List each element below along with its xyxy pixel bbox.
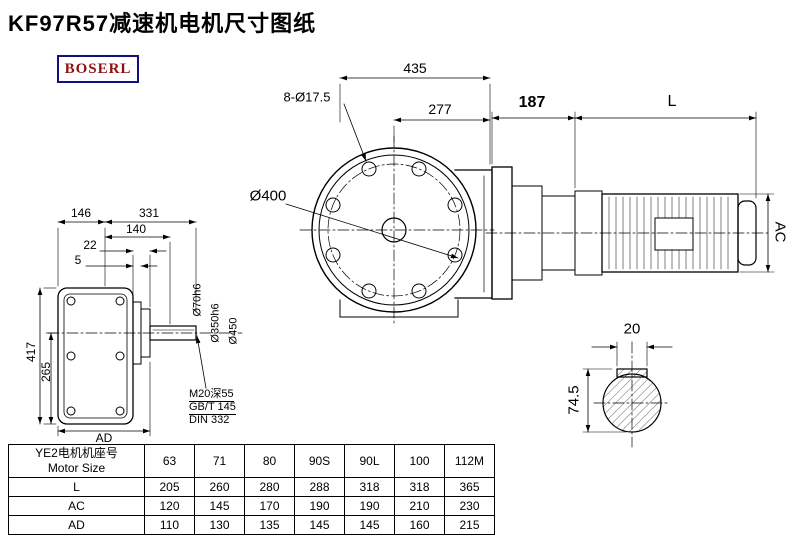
page-title: KF97R57减速机电机尺寸图纸 <box>8 11 317 36</box>
dim-331: 331 <box>138 206 160 220</box>
shaft-section-drawing <box>593 341 671 448</box>
table-cell: 145 <box>294 515 345 535</box>
table-cell: 190 <box>294 496 345 516</box>
tap-note-size: M20深55 <box>189 388 234 402</box>
table-cell: 280 <box>244 477 295 497</box>
dim-pilot-dia: Ø350h6 <box>209 303 222 343</box>
row-label: L <box>8 477 145 497</box>
dim-AC: AC <box>771 221 789 243</box>
table-cell: 230 <box>444 496 495 516</box>
motor-size-table: YE2电机机座号 Motor Size 63 71 80 90S 90L 100… <box>8 444 495 535</box>
row-label: AD <box>8 515 145 535</box>
table-cell: 110 <box>144 515 195 535</box>
column-header: 80 <box>244 444 295 478</box>
tap-note-standard: GB/T 145 <box>189 401 236 415</box>
dim-key-height: 74.5 <box>565 385 583 415</box>
column-header: 112M <box>444 444 495 478</box>
table-row-L: L 205 260 280 288 318 318 365 <box>8 477 495 497</box>
column-header: 100 <box>394 444 445 478</box>
dim-277: 277 <box>428 101 452 117</box>
left-view-drawing <box>47 287 243 425</box>
front-view-drawing <box>299 135 495 327</box>
table-title-cell: YE2电机机座号 Motor Size <box>8 444 145 478</box>
table-cell: 318 <box>344 477 395 497</box>
table-cell: 260 <box>194 477 245 497</box>
table-title-cn: YE2电机机座号 <box>35 446 118 460</box>
table-cell: 205 <box>144 477 195 497</box>
dim-140: 140 <box>125 222 147 236</box>
dimension-lines <box>37 75 775 437</box>
table-header-row: YE2电机机座号 Motor Size 63 71 80 90S 90L 100… <box>8 444 495 478</box>
dim-435: 435 <box>403 60 427 76</box>
dim-flange-od: Ø450 <box>227 317 240 345</box>
table-cell: 288 <box>294 477 345 497</box>
dim-L: L <box>667 93 677 110</box>
dim-187: 187 <box>518 94 546 111</box>
table-cell: 365 <box>444 477 495 497</box>
table-title-en: Motor Size <box>47 461 106 475</box>
table-cell: 130 <box>194 515 245 535</box>
dim-key-width: 20 <box>623 320 641 338</box>
column-header: 90S <box>294 444 345 478</box>
column-header: 71 <box>194 444 245 478</box>
table-cell: 210 <box>394 496 445 516</box>
dim-265: 265 <box>39 361 53 383</box>
table-cell: 145 <box>194 496 245 516</box>
table-cell: 190 <box>344 496 395 516</box>
brand-logo: BOSERL <box>57 55 139 83</box>
dim-bolt-pattern: 8-Ø17.5 <box>283 89 331 105</box>
dim-22: 22 <box>83 238 97 252</box>
table-cell: 120 <box>144 496 195 516</box>
table-cell: 145 <box>344 515 395 535</box>
table-cell: 215 <box>444 515 495 535</box>
dim-146: 146 <box>70 206 92 220</box>
table-row-AC: AC 120 145 170 190 190 210 230 <box>8 496 495 516</box>
table-cell: 135 <box>244 515 295 535</box>
dim-AD: AD <box>95 431 113 445</box>
column-header: 63 <box>144 444 195 478</box>
row-label: AC <box>8 496 145 516</box>
dim-shaft-dia: Ø70h6 <box>191 283 204 317</box>
column-header: 90L <box>344 444 395 478</box>
table-cell: 318 <box>394 477 445 497</box>
table-cell: 170 <box>244 496 295 516</box>
side-view-drawing <box>485 166 771 300</box>
dim-5: 5 <box>74 253 82 267</box>
dim-417: 417 <box>24 341 38 363</box>
tap-note-din: DIN 332 <box>189 414 230 426</box>
table-row-AD: AD 110 130 135 145 145 160 215 <box>8 515 495 535</box>
dim-flange-dia: Ø400 <box>249 187 287 205</box>
table-cell: 160 <box>394 515 445 535</box>
